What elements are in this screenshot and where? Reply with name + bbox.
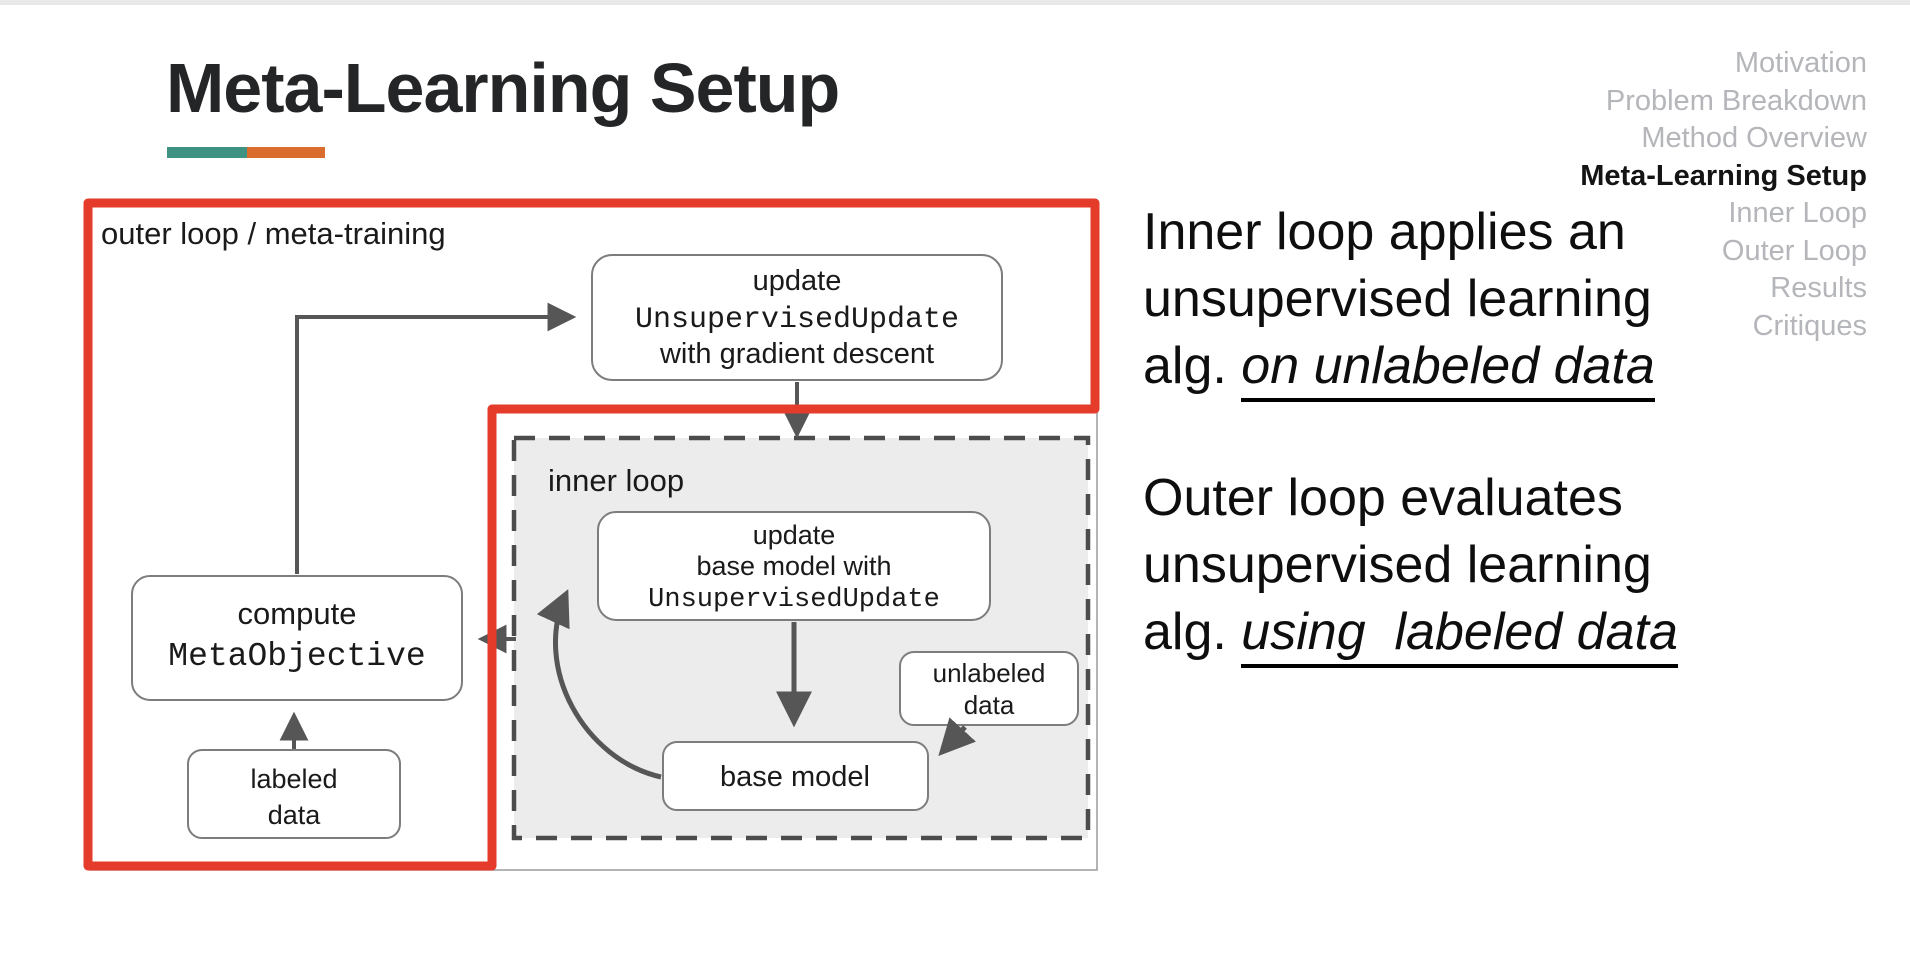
nav-item-method-overview[interactable]: Method Overview (1641, 122, 1867, 154)
labeled-data-box (187, 749, 401, 839)
nav-item-results[interactable]: Results (1770, 272, 1867, 304)
meta-update-line1: update (753, 265, 842, 297)
title-underline-orange (247, 147, 325, 158)
note-line: unsupervised learning (1143, 536, 1652, 594)
note-emphasis: on unlabeled data (1241, 337, 1655, 402)
note-prefix: alg. (1143, 603, 1242, 661)
note-line: Outer loop evaluates (1143, 469, 1623, 527)
outer-loop-label: outer loop / meta-training (101, 216, 446, 251)
base-model-label: base model (720, 761, 870, 793)
arrow-base-model-cycle (536, 589, 662, 780)
nav-item-meta-learning-setup[interactable]: Meta-Learning Setup (1580, 159, 1867, 192)
meta-update-box (591, 254, 1003, 381)
note-line: Inner loop applies an (1143, 203, 1626, 261)
arrow-compute-to-meta-update (295, 302, 577, 574)
inner-update-line2: base model with (696, 551, 891, 581)
labeled-data-line1: labeled (250, 764, 337, 794)
nav-item-critiques[interactable]: Critiques (1752, 309, 1867, 342)
meta-update-line3: with gradient descent (659, 338, 934, 370)
base-model-box (662, 741, 929, 811)
inner-loop-label: inner loop (548, 463, 684, 498)
nav-item-problem-breakdown[interactable]: Problem Breakdown (1605, 84, 1867, 117)
note-outer-loop: Outer loop evaluates unsupervised learni… (1143, 465, 1678, 668)
compute-metaobjective-box (131, 575, 463, 701)
note-line: unsupervised learning (1143, 270, 1652, 328)
note-prefix: alg. (1143, 337, 1242, 395)
top-strip (0, 0, 1910, 5)
unlabeled-data-line1: unlabeled (933, 658, 1046, 688)
figure-border (89, 203, 1098, 871)
labeled-data-line2: data (268, 800, 322, 830)
title-underline (167, 147, 325, 158)
note-line: alg. on unlabeled data (1143, 333, 1655, 402)
arrow-unlabeled-to-base-model (938, 717, 976, 756)
note-line: alg. using labeled data (1143, 599, 1678, 668)
agenda-nav: Motivation Problem Breakdown Method Over… (1580, 45, 1867, 345)
inner-update-line1: update (753, 520, 836, 550)
page-title: Meta-Learning Setup (166, 49, 840, 127)
nav-item-inner-loop[interactable]: Inner Loop (1728, 197, 1867, 229)
note-inner-loop: Inner loop applies an unsupervised learn… (1143, 199, 1655, 402)
title-underline-teal (167, 147, 247, 158)
unlabeled-data-line2: data (964, 690, 1015, 720)
nav-item-motivation[interactable]: Motivation (1734, 47, 1867, 79)
meta-update-line2: UnsupervisedUpdate (635, 303, 959, 337)
unlabeled-data-box (899, 651, 1079, 726)
nav-item-outer-loop[interactable]: Outer Loop (1721, 234, 1867, 267)
inner-update-line3: UnsupervisedUpdate (648, 585, 940, 615)
note-emphasis: using labeled data (1241, 603, 1678, 668)
inner-update-box (597, 511, 991, 621)
inner-loop-box (511, 435, 1091, 841)
outer-loop-highlight (83, 198, 1100, 871)
compute-line2: MetaObjective (168, 638, 425, 675)
compute-line1: compute (238, 596, 357, 631)
